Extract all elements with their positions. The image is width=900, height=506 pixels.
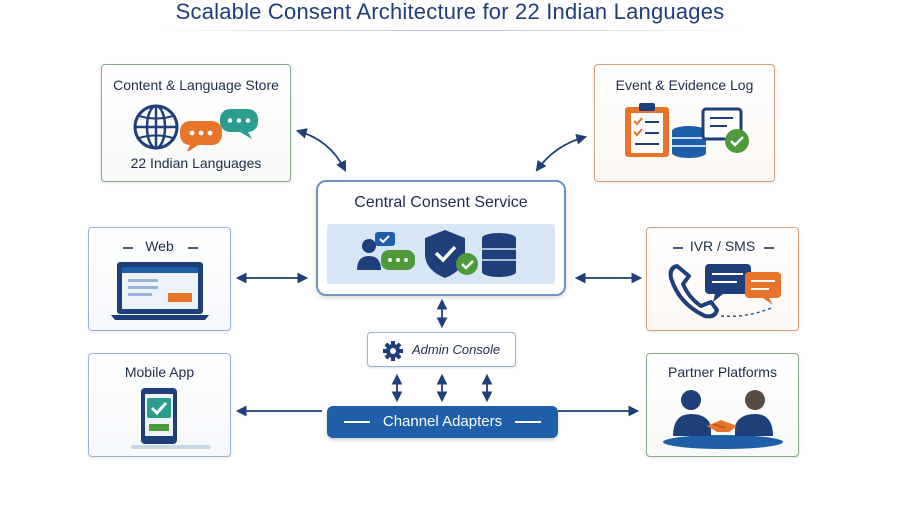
web-title: Web xyxy=(145,238,174,254)
handshake-people-icon xyxy=(663,390,783,449)
globe-chat-icon xyxy=(133,104,258,151)
partner-platforms-title: Partner Platforms xyxy=(668,364,777,380)
laptop-icon xyxy=(111,262,209,320)
web-channel-box: Web xyxy=(88,227,231,331)
arrow-log-to-central xyxy=(535,134,588,172)
mobile-app-channel-box: Mobile App xyxy=(88,353,231,457)
event-log-title: Event & Evidence Log xyxy=(615,77,754,93)
event-evidence-log-box: Event & Evidence Log xyxy=(594,64,775,182)
channel-adapters-bar: Channel Adapters xyxy=(327,406,558,438)
content-store-subtitle: 22 Indian Languages xyxy=(130,155,262,171)
central-consent-service-box: Central Consent Service xyxy=(316,180,566,296)
ivr-title-dash-right xyxy=(764,247,774,249)
admin-console-label: Admin Console xyxy=(412,342,501,357)
ivr-title-dash-left xyxy=(673,247,683,249)
mobile-phone-check-icon xyxy=(131,388,211,449)
admin-console[interactable]: Admin Console xyxy=(367,332,516,367)
phone-chat-icon xyxy=(668,264,781,319)
clipboard-database-check-icon xyxy=(625,103,749,158)
title-rule xyxy=(150,30,750,31)
diagram-title: Scalable Consent Architecture for 22 Ind… xyxy=(175,0,725,24)
channel-adapters-label: Channel Adapters xyxy=(382,413,503,430)
mobile-app-title: Mobile App xyxy=(124,364,195,380)
partner-platforms-box: Partner Platforms xyxy=(646,353,799,457)
ivr-sms-title: IVR / SMS xyxy=(689,238,756,254)
content-store-title: Content & Language Store xyxy=(113,77,279,93)
central-service-icon-panel xyxy=(327,224,555,284)
gear-icon xyxy=(383,341,403,361)
user-shield-database-icon xyxy=(357,230,516,278)
ivr-sms-channel-box: IVR / SMS xyxy=(646,227,799,331)
web-title-dash-left xyxy=(123,247,133,249)
adapters-dash-left xyxy=(344,421,370,423)
adapters-dash-right xyxy=(515,421,541,423)
content-language-store-box: Content & Language Store 22 Indian Langu… xyxy=(101,64,291,182)
central-service-title: Central Consent Service xyxy=(354,194,528,211)
web-title-dash-right xyxy=(188,247,198,249)
arrow-store-to-central xyxy=(295,128,346,172)
